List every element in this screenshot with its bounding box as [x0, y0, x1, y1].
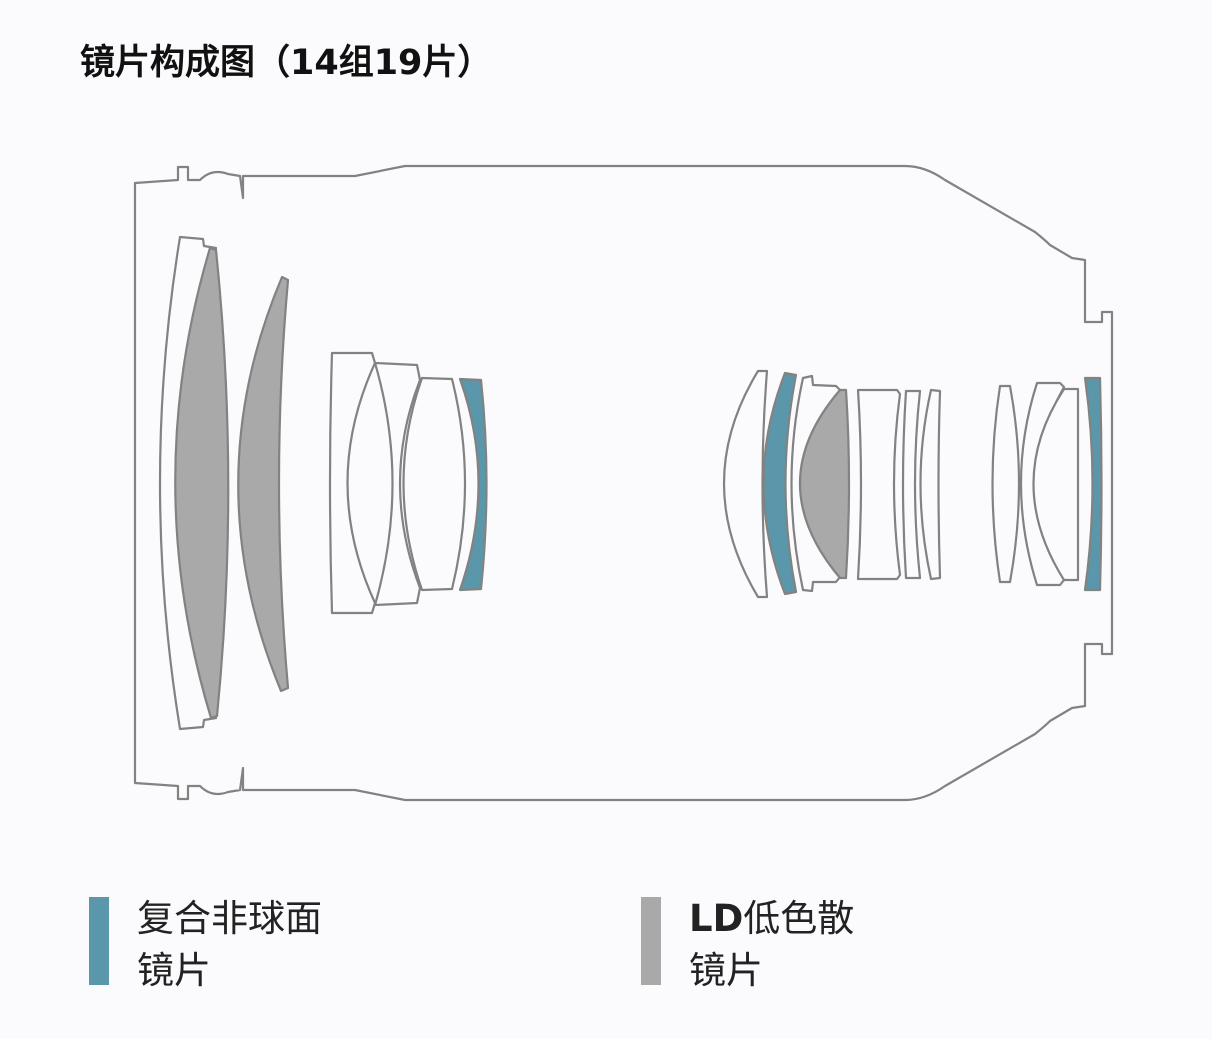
lens-element-13 — [901, 389, 922, 580]
lens-element-12 — [856, 388, 902, 581]
lens-element-7-aspherical — [458, 377, 488, 592]
legend-ld-label: LD低色散 镜片 — [689, 893, 854, 997]
legend-aspherical-line2: 镜片 — [137, 949, 211, 992]
lens-element-17 — [1032, 387, 1080, 582]
lens-element-3-ld — [237, 275, 290, 693]
legend-ld-abbrev: LD — [689, 897, 744, 940]
legend-ld-line1: 低色散 — [743, 897, 855, 940]
lens-element-2-ld — [174, 246, 230, 720]
legend-ld-line2: 镜片 — [689, 949, 763, 992]
ld-swatch — [641, 897, 661, 985]
diagram-title: 镜片构成图（14组19片） — [80, 43, 493, 83]
lens-element-15 — [991, 384, 1021, 584]
lens-element-18-aspherical — [1083, 376, 1103, 592]
legend-aspherical-label: 复合非球面 镜片 — [137, 893, 322, 997]
lens-element-5 — [373, 361, 422, 607]
lens-element-4 — [328, 351, 377, 615]
lens-element-9-aspherical — [762, 371, 798, 596]
lens-barrel-outline — [133, 164, 1114, 802]
lens-element-14 — [919, 388, 942, 581]
lens-element-8 — [722, 369, 769, 599]
aspherical-swatch — [89, 897, 109, 985]
lens-element-11-ld — [798, 388, 851, 580]
lens-element-6 — [402, 376, 467, 592]
legend-aspherical-line1: 复合非球面 — [137, 897, 322, 940]
